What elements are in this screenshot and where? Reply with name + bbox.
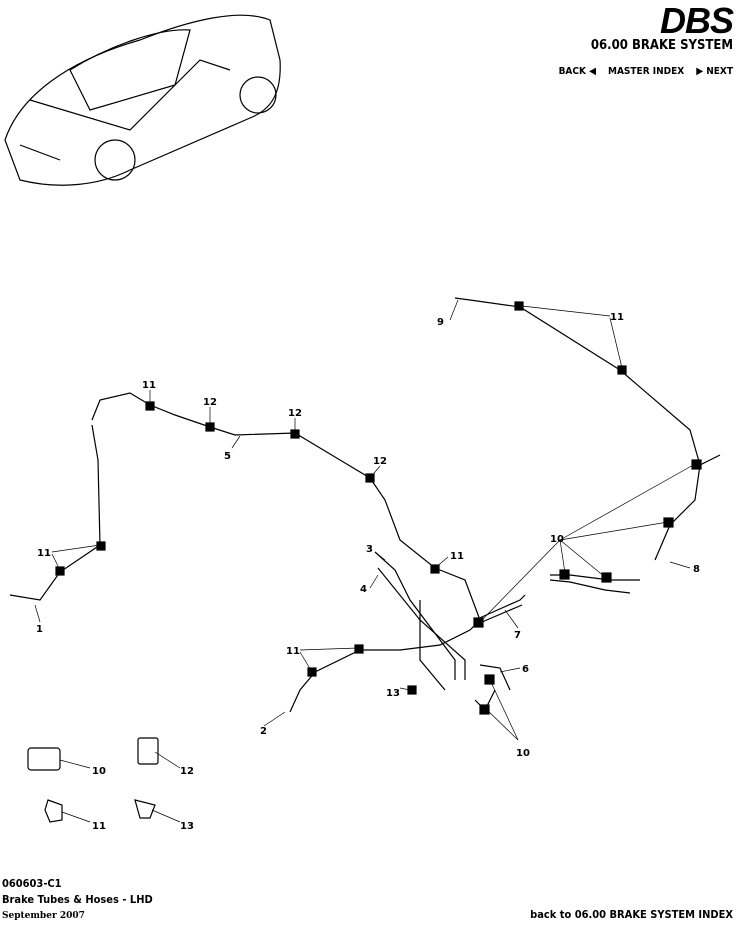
callout-11: 11: [37, 548, 51, 559]
callout-12: 12: [373, 456, 387, 467]
next-link[interactable]: ▶ NEXT: [696, 66, 733, 77]
callout-13: 13: [386, 688, 400, 699]
callout-8: 8: [693, 564, 700, 575]
nav-bar: BACK ◀ MASTER INDEX ▶ NEXT: [559, 66, 733, 77]
diagram-date: September 2007: [2, 911, 85, 921]
section-title: 06.00 BRAKE SYSTEM: [590, 38, 733, 53]
callout-labels: 1 2 3 4 5 6 7 8 9 10 10 10 11 11 11 11 1…: [36, 312, 700, 832]
callout-3: 3: [366, 544, 373, 555]
callout-11: 11: [450, 551, 464, 562]
clip-details: [27, 737, 159, 823]
brake-tubes: [9, 297, 721, 713]
callout-11: 11: [286, 646, 300, 657]
callout-13: 13: [180, 821, 194, 832]
clips: [55, 301, 702, 715]
callout-7: 7: [514, 630, 521, 641]
callout-6: 6: [522, 664, 529, 675]
callout-4: 4: [360, 584, 367, 595]
callout-2: 2: [260, 726, 267, 737]
car-illustration: [4, 14, 281, 186]
callout-11: 11: [142, 380, 156, 391]
callout-11: 11: [610, 312, 624, 323]
back-link[interactable]: BACK ◀: [558, 66, 597, 77]
diagram-title: Brake Tubes & Hoses - LHD: [2, 893, 153, 906]
dbs-logo: DBS: [659, 0, 734, 41]
back-to-index-link[interactable]: back to 06.00 BRAKE SYSTEM INDEX: [530, 908, 733, 921]
callout-11: 11: [92, 821, 106, 832]
diagram-code: 060603-C1: [2, 877, 62, 890]
callout-1: 1: [36, 624, 43, 635]
callout-10: 10: [516, 748, 530, 759]
master-index-link[interactable]: MASTER INDEX: [608, 66, 685, 77]
callout-5: 5: [224, 451, 231, 462]
callout-12: 12: [203, 397, 217, 408]
callout-12: 12: [288, 408, 302, 419]
callout-10: 10: [550, 534, 564, 545]
callout-9: 9: [437, 317, 444, 328]
callout-12: 12: [180, 766, 194, 777]
callout-10: 10: [92, 766, 106, 777]
leader-lines: [34, 299, 696, 823]
